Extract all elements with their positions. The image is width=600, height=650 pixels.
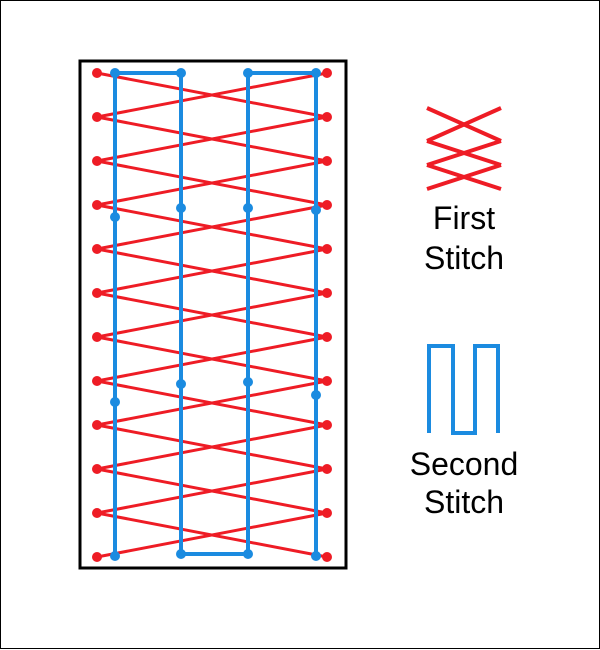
red-dot [92,464,102,474]
red-dot [92,288,102,298]
red-stitch-line [96,115,328,163]
red-dot [322,376,332,386]
blue-dot [243,377,253,387]
red-stitch-line [96,247,328,295]
red-dot [322,200,332,210]
red-stitch-line [96,71,328,119]
blue-dot [176,68,186,78]
red-dot [322,332,332,342]
blue-dot [110,551,120,561]
second-stitch-label-line1: Second [410,446,519,482]
red-stitch-line [96,335,328,383]
red-stitch-line [96,379,328,427]
blue-dot [311,390,321,400]
red-dot [92,112,102,122]
second-stitch-path [113,71,318,556]
blue-dot [243,549,253,559]
blue-dot [110,397,120,407]
red-dot [92,200,102,210]
zigzag-cross-icon [426,106,502,191]
first-stitch-label-line2: Stitch [424,240,504,276]
blue-dot [243,203,253,213]
blue-dot [176,203,186,213]
blue-dot [176,549,186,559]
red-dot [322,508,332,518]
second-stitch-dots [110,68,321,561]
red-dot [92,552,102,562]
blue-dot [311,205,321,215]
red-stitch-line [96,511,328,559]
blue-dot [311,68,321,78]
red-stitch-line [96,203,328,251]
blue-dot [176,379,186,389]
red-dot [322,464,332,474]
red-dot [92,420,102,430]
second-stitch-lines [113,71,318,556]
red-dot [322,68,332,78]
red-stitch-line [96,467,328,515]
red-dot [92,68,102,78]
red-stitch-line [96,159,328,207]
first-stitch-label-line1: First [433,200,495,236]
red-dot [92,508,102,518]
red-dot [322,420,332,430]
red-dot [322,288,332,298]
red-dot [322,244,332,254]
red-dot [92,332,102,342]
red-dot [322,552,332,562]
red-stitch-line [96,423,328,471]
blue-dot [110,212,120,222]
square-wave-icon [427,344,500,435]
red-dot [92,376,102,386]
red-stitch-line [96,291,328,339]
blue-dot [243,68,253,78]
blue-dot [311,551,321,561]
red-dot [92,156,102,166]
red-dot [322,112,332,122]
red-dot [92,244,102,254]
red-dot [322,156,332,166]
first-stitch-dots [92,68,332,562]
blue-dot [110,68,120,78]
first-stitch-lines [96,71,328,559]
second-stitch-label-line2: Stitch [424,484,504,520]
